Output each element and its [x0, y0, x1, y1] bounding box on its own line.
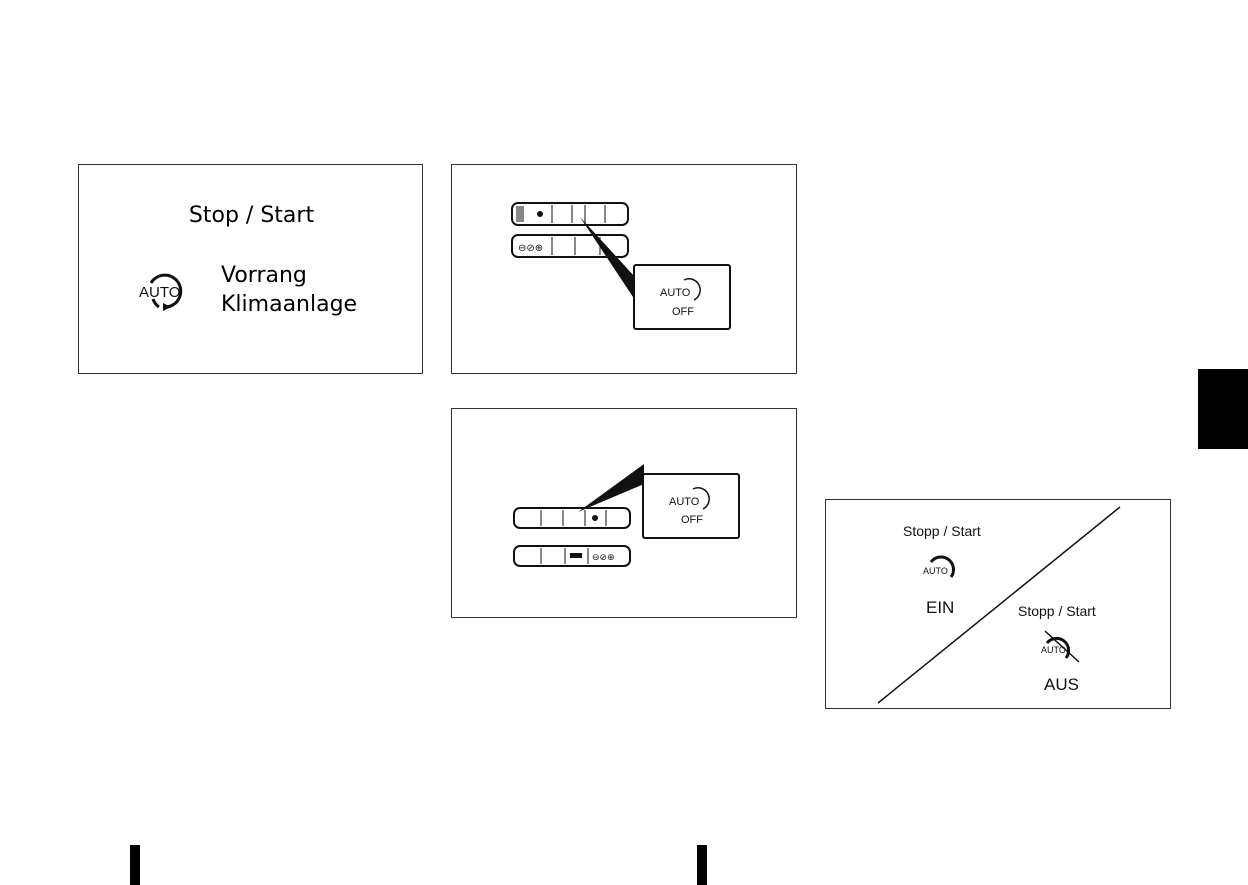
svg-text:AUTO: AUTO	[923, 566, 948, 576]
callout-off: OFF	[681, 514, 703, 526]
figure-control-panel-bottom: ⊖⊘⊕ AUTO OFF	[451, 408, 797, 618]
footer-bar-right	[697, 845, 707, 885]
svg-text:⊖⊘⊕: ⊖⊘⊕	[592, 552, 615, 562]
control-panel-illustration: ⊖⊘⊕ AUTO OFF	[513, 464, 740, 567]
auto-on-icon: AUTO	[923, 555, 955, 578]
control-panel-illustration: ⊖⊘⊕ AUTO OFF	[511, 202, 731, 330]
auto-stop-start-icon: AUTO	[139, 273, 183, 311]
off-title: Stopp / Start	[1018, 603, 1096, 619]
figure-stop-start-on-off: Stopp / Start AUTO EIN Stopp / Start AUT…	[825, 499, 1171, 709]
figure-priority-climate: Stop / Start AUTO Vorrang Klimaanlage	[78, 164, 423, 374]
callout-off: OFF	[672, 306, 694, 318]
stop-start-states: Stopp / Start AUTO EIN Stopp / Start AUT…	[877, 506, 1121, 704]
auto-off-icon: AUTO	[1041, 630, 1080, 663]
diagonal-divider	[877, 506, 1121, 704]
svg-text:AUTO: AUTO	[139, 284, 180, 301]
off-state: AUS	[1044, 675, 1079, 694]
callout-auto: AUTO	[660, 287, 691, 299]
svg-text:⊖⊘⊕: ⊖⊘⊕	[518, 243, 543, 254]
chapter-tab	[1198, 369, 1248, 449]
footer-bar-left	[130, 845, 140, 885]
figure1-line2: Klimaanlage	[221, 292, 358, 317]
figure-control-panel-top: ⊖⊘⊕ AUTO OFF	[451, 164, 797, 374]
callout-auto: AUTO	[669, 496, 700, 508]
figure1-line1: Vorrang	[221, 263, 307, 288]
on-state: EIN	[926, 598, 954, 617]
svg-text:AUTO: AUTO	[1041, 645, 1066, 655]
figure1-title: Stop / Start	[188, 203, 315, 228]
on-title: Stopp / Start	[903, 523, 981, 539]
